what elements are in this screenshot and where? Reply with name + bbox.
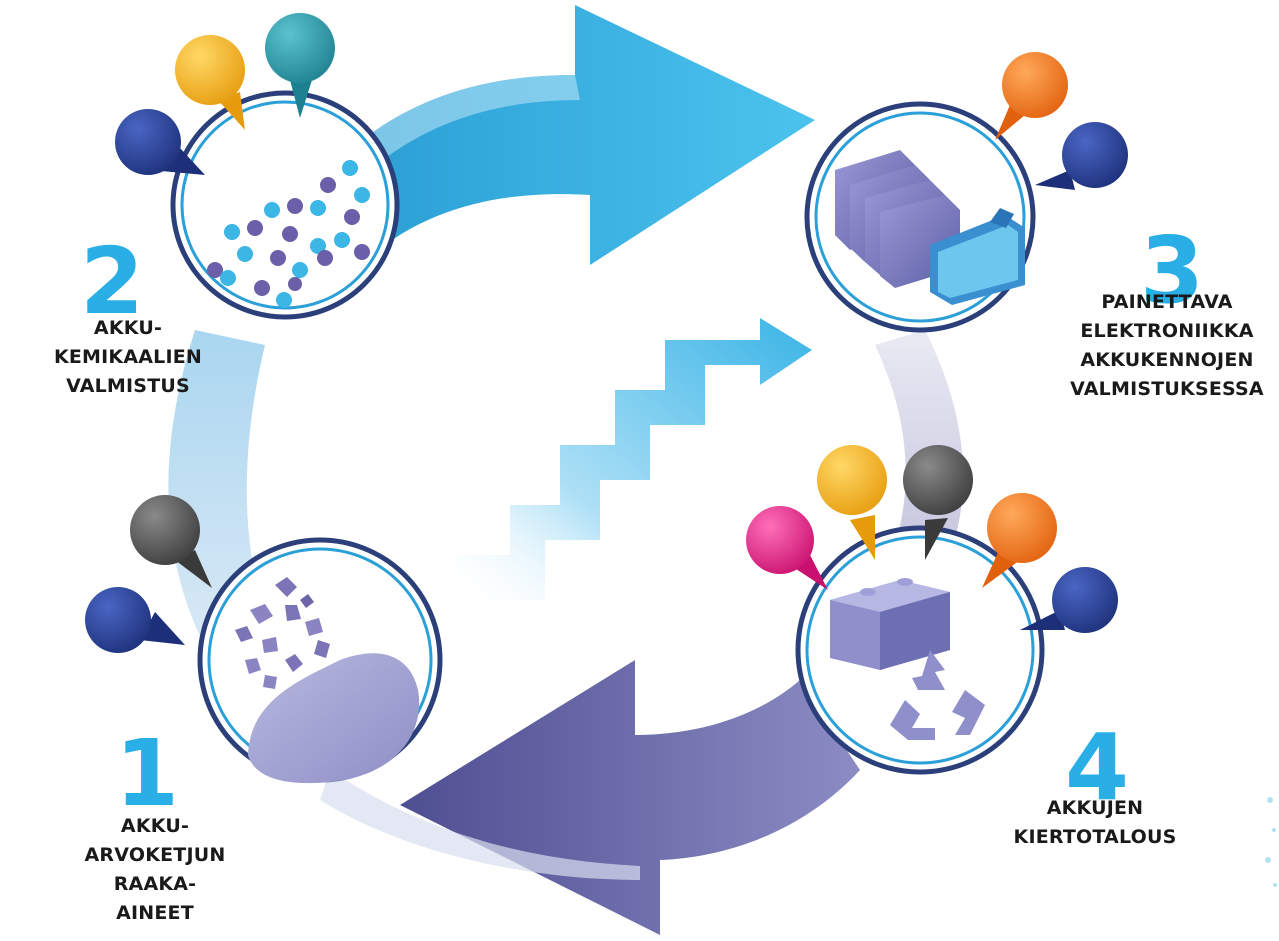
map-pin-icon	[746, 506, 828, 590]
raw-material-rocks-illustration	[235, 577, 420, 784]
top-arrow-highlight	[350, 75, 580, 170]
map-pin-icon	[1020, 567, 1118, 633]
left-cycle-arc	[168, 330, 295, 700]
step-1-number: 1	[115, 720, 180, 827]
map-pin-icon	[265, 13, 335, 118]
map-pin-icon	[1035, 122, 1128, 190]
map-pin-icon	[817, 445, 887, 560]
chemical-particles-illustration	[207, 160, 370, 308]
recycle-icon	[890, 650, 985, 740]
battery-illustration	[830, 578, 950, 670]
bottom-arrow-shadow	[320, 770, 640, 880]
step-4-label: AKKUJEN KIERTOTALOUS	[1013, 797, 1177, 848]
step-arrow-icon	[455, 318, 812, 600]
battery-cells-illustration	[835, 150, 1025, 305]
map-pin-icon	[903, 445, 973, 560]
bottom-cycle-arrow	[400, 660, 860, 935]
step-1-label: AKKU- ARVOKETJUN RAAKA-AINEET	[84, 815, 226, 924]
map-pin-icon	[995, 52, 1068, 140]
stair-arrow	[455, 318, 812, 600]
step-3-circle	[804, 101, 1036, 333]
step-4-circle	[795, 525, 1045, 775]
step-3-number: 3	[1140, 217, 1205, 324]
step-2-label: AKKU- KEMIKAALIEN VALMISTUS	[53, 317, 203, 397]
cycle-arrow-icon	[350, 5, 815, 265]
edge-decoration	[1265, 797, 1277, 887]
top-cycle-arrow	[350, 5, 815, 265]
step-2-number: 2	[80, 228, 145, 335]
map-pin-icon	[130, 495, 212, 588]
map-pin-icon	[115, 109, 205, 175]
map-pin-icon	[175, 35, 245, 130]
step-4-number: 4	[1065, 714, 1130, 821]
cycle-arrow-icon	[320, 660, 860, 935]
step-1-circle	[197, 537, 443, 784]
step-2-circle	[170, 90, 400, 320]
map-pin-icon	[85, 587, 185, 653]
step-3-label: PAINETTAVA ELEKTRONIIKKA AKKUKENNOJEN VA…	[1070, 291, 1264, 400]
map-pin-icon	[982, 493, 1057, 588]
